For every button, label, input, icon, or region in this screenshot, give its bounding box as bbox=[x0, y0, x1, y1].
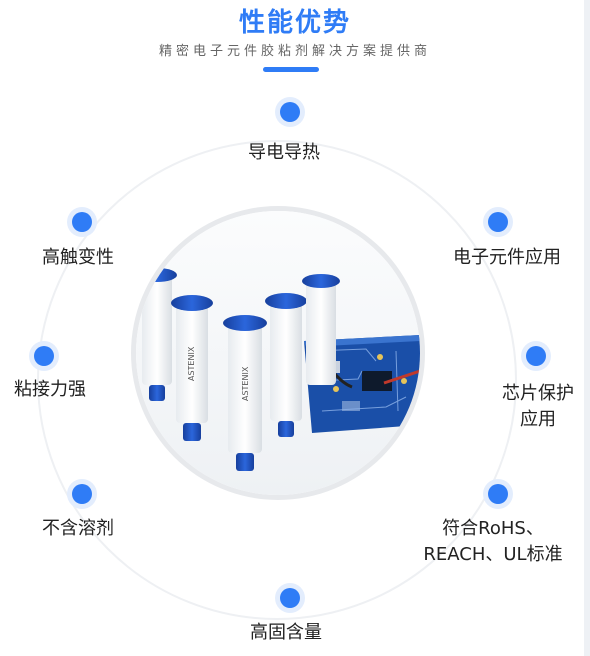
feature-dot-icon bbox=[67, 479, 97, 509]
product-photo: ASTENIX ASTENIX bbox=[136, 211, 420, 495]
feature-dot-icon bbox=[67, 207, 97, 237]
feature-label-chip-protection: 芯片保护 应用 bbox=[502, 383, 574, 430]
feature-dot-icon bbox=[483, 207, 513, 237]
feature-ring bbox=[37, 140, 517, 620]
brand-label: ASTENIX bbox=[241, 366, 250, 401]
feature-label-adhesion: 粘接力强 bbox=[14, 379, 86, 400]
feature-dot-icon bbox=[275, 97, 305, 127]
brand-label: ASTENIX bbox=[187, 346, 196, 381]
feature-dot-icon bbox=[521, 341, 551, 371]
feature-dot-icon bbox=[29, 341, 59, 371]
feature-label-conductive: 导电导热 bbox=[248, 142, 320, 163]
side-strip bbox=[584, 0, 590, 656]
feature-dot-icon bbox=[483, 479, 513, 509]
feature-dot-icon bbox=[275, 583, 305, 613]
feature-label-compliance: 符合RoHS、 REACH、UL标准 bbox=[423, 518, 563, 565]
title-underline bbox=[263, 67, 319, 72]
feature-label-electronics: 电子元件应用 bbox=[453, 247, 561, 268]
section-subtitle: 精密电子元件胶粘剂解决方案提供商 bbox=[158, 44, 431, 59]
product-photo-illustration: ASTENIX ASTENIX bbox=[136, 211, 420, 495]
feature-label-thixotropy: 高触变性 bbox=[42, 247, 114, 268]
section-title: 性能优势 bbox=[238, 8, 351, 38]
feature-label-high-solids: 高固含量 bbox=[250, 622, 322, 643]
feature-label-solvent-free: 不含溶剂 bbox=[42, 518, 114, 539]
